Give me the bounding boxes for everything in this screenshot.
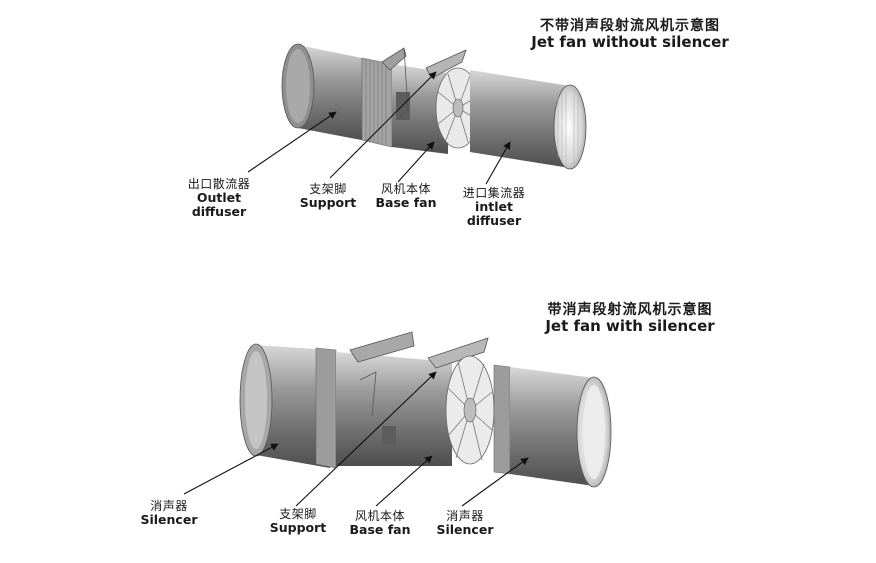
- label-support-bottom-en: Support: [269, 520, 327, 536]
- top-leader-lines: [247, 71, 511, 185]
- jet-fan-without-silencer: [247, 43, 587, 185]
- label-support-top: 支架脚 Support: [296, 182, 360, 211]
- arrow-outlet-diffuser: [247, 111, 337, 173]
- fan-ribbed-ring: [361, 57, 393, 148]
- label-silencer-right-cn: 消声器: [446, 509, 484, 523]
- arrow-support-bottom: [295, 371, 437, 507]
- top-title: 不带消声段射流风机示意图 Jet fan without silencer: [520, 18, 740, 52]
- top-title-cn: 不带消声段射流风机示意图: [540, 18, 720, 34]
- bottom-title: 带消声段射流风机示意图 Jet fan with silencer: [524, 302, 736, 336]
- bottom-base-fan-body-shape: [336, 331, 489, 466]
- inlet-diffuser-shape: [470, 70, 587, 170]
- jet-fan-with-silencer: [183, 331, 612, 507]
- label-silencer-left-cn: 消声器: [150, 499, 188, 513]
- label-inlet-diffuser-cn: 进口集流器: [462, 186, 526, 200]
- label-silencer-right-en: Silencer: [436, 522, 494, 538]
- arrow-inlet-diffuser: [485, 141, 511, 185]
- label-support-bottom: 支架脚 Support: [266, 507, 330, 536]
- label-outlet-diffuser: 出口散流器 Outlet diffuser: [168, 177, 270, 219]
- base-fan-body-shape: [392, 64, 448, 154]
- label-support-bottom-cn: 支架脚: [279, 507, 317, 521]
- left-silencer-shape: [239, 343, 337, 469]
- bottom-leader-lines: [183, 371, 529, 507]
- label-base-fan-top: 风机本体 Base fan: [368, 182, 444, 211]
- label-outlet-diffuser-cn: 出口散流器: [187, 177, 251, 191]
- label-silencer-left: 消声器 Silencer: [134, 499, 204, 528]
- arrow-base-fan-top: [397, 141, 435, 183]
- label-inlet-diffuser-en: intlet diffuser: [466, 199, 522, 228]
- arrow-silencer-left: [183, 443, 279, 495]
- label-support-top-en: Support: [299, 195, 357, 211]
- label-silencer-right: 消声器 Silencer: [430, 509, 500, 538]
- support-fins-shape: [381, 47, 467, 117]
- arrow-base-fan-bottom: [375, 455, 433, 507]
- label-outlet-diffuser-en: Outlet diffuser: [191, 190, 247, 219]
- right-silencer-shape: [493, 364, 612, 488]
- label-inlet-diffuser: 进口集流器 intlet diffuser: [446, 186, 542, 228]
- label-base-fan-bottom-cn: 风机本体: [354, 509, 405, 523]
- label-base-fan-bottom-en: Base fan: [349, 522, 411, 538]
- arrow-silencer-right: [461, 457, 529, 507]
- label-base-fan-bottom: 风机本体 Base fan: [342, 509, 418, 538]
- top-title-en: Jet fan without silencer: [531, 33, 729, 52]
- bottom-title-en: Jet fan with silencer: [545, 317, 715, 336]
- label-support-top-cn: 支架脚: [309, 182, 347, 196]
- label-silencer-left-en: Silencer: [140, 512, 198, 528]
- bottom-impeller-shape: [445, 355, 495, 465]
- arrow-support-top: [329, 71, 437, 179]
- outlet-diffuser-shape: [281, 43, 372, 142]
- label-base-fan-top-en: Base fan: [375, 195, 437, 211]
- impeller-shape: [435, 67, 481, 149]
- bottom-title-cn: 带消声段射流风机示意图: [547, 302, 713, 318]
- label-base-fan-top-cn: 风机本体: [380, 182, 431, 196]
